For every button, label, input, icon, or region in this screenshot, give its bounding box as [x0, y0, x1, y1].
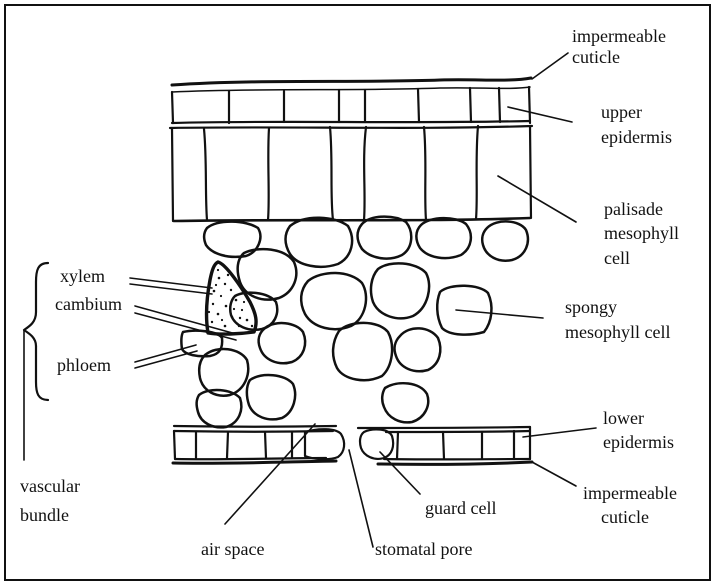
- leader-palisade: [498, 176, 576, 222]
- label-lower-epidermis-line1: lower: [603, 408, 644, 429]
- spongy-mesophyll-cells: [181, 217, 528, 428]
- palisade-mesophyll: [172, 126, 531, 221]
- guard-cell-right: [360, 429, 393, 459]
- label-spongy-line1: spongy: [565, 297, 617, 318]
- leader-spongy: [456, 310, 543, 318]
- leader-xylem-a: [130, 278, 212, 288]
- leader-cuticle-bottom: [532, 462, 576, 486]
- label-cuticle-top-line1: impermeable: [572, 26, 666, 47]
- leader-upper-epidermis: [508, 107, 572, 122]
- label-vascular-line2: bundle: [20, 505, 69, 526]
- label-xylem: xylem: [60, 266, 105, 287]
- xylem-tissue: [207, 262, 257, 334]
- label-vascular-line1: vascular: [20, 476, 80, 497]
- bracket-phloem: [36, 346, 48, 400]
- label-palisade-line2: mesophyll: [604, 223, 679, 244]
- label-palisade-line1: palisade: [604, 199, 663, 220]
- leader-xylem-b: [130, 284, 212, 294]
- leader-stomatal-pore: [349, 450, 373, 547]
- leader-cuticle-top: [532, 53, 568, 79]
- leader-air-space: [225, 424, 315, 524]
- label-phloem: phloem: [57, 355, 111, 376]
- leader-lower-epidermis: [523, 428, 596, 437]
- bracket-xylem-cambium: [24, 263, 48, 346]
- label-spongy-line2: mesophyll cell: [565, 322, 670, 343]
- leader-cambium-a: [135, 306, 236, 334]
- label-lower-epidermis-line2: epidermis: [603, 432, 674, 453]
- upper-cuticle-inner: [172, 87, 530, 92]
- label-stomatal-pore: stomatal pore: [375, 539, 472, 560]
- guard-cell-left: [305, 429, 344, 459]
- label-cambium: cambium: [55, 294, 122, 315]
- label-upper-epidermis-line2: epidermis: [601, 127, 672, 148]
- label-cuticle-top-line2: cuticle: [572, 47, 620, 68]
- label-cuticle-bottom-line1: impermeable: [583, 483, 677, 504]
- label-palisade-line3: cell: [604, 248, 630, 269]
- label-air-space: air space: [201, 539, 264, 560]
- label-guard-cell: guard cell: [425, 498, 496, 519]
- label-upper-epidermis-line1: upper: [601, 102, 642, 123]
- label-cuticle-bottom-line2: cuticle: [601, 507, 649, 528]
- upper-epidermis: [170, 87, 532, 128]
- leader-cambium-b: [135, 313, 236, 340]
- upper-cuticle: [172, 78, 531, 85]
